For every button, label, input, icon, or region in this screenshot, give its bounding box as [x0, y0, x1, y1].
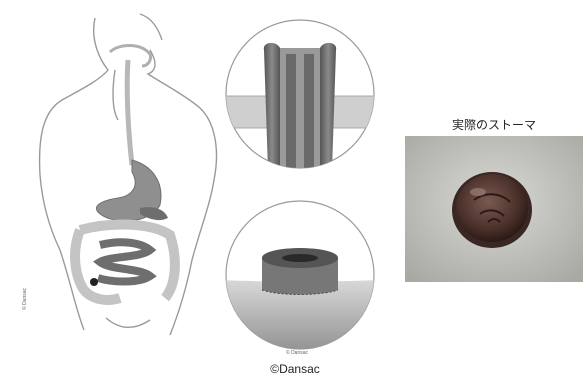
stoma-cross-section-icon	[220, 20, 380, 170]
stoma-credit: © Dansac	[286, 350, 308, 356]
stoma-side-view-icon	[220, 201, 380, 360]
copyright-text: ©Dansac	[240, 362, 350, 376]
photo-label: 実際のストーマ	[405, 116, 583, 133]
body-credit: © Dansac	[22, 288, 28, 310]
stoma-photo-icon	[405, 136, 583, 282]
